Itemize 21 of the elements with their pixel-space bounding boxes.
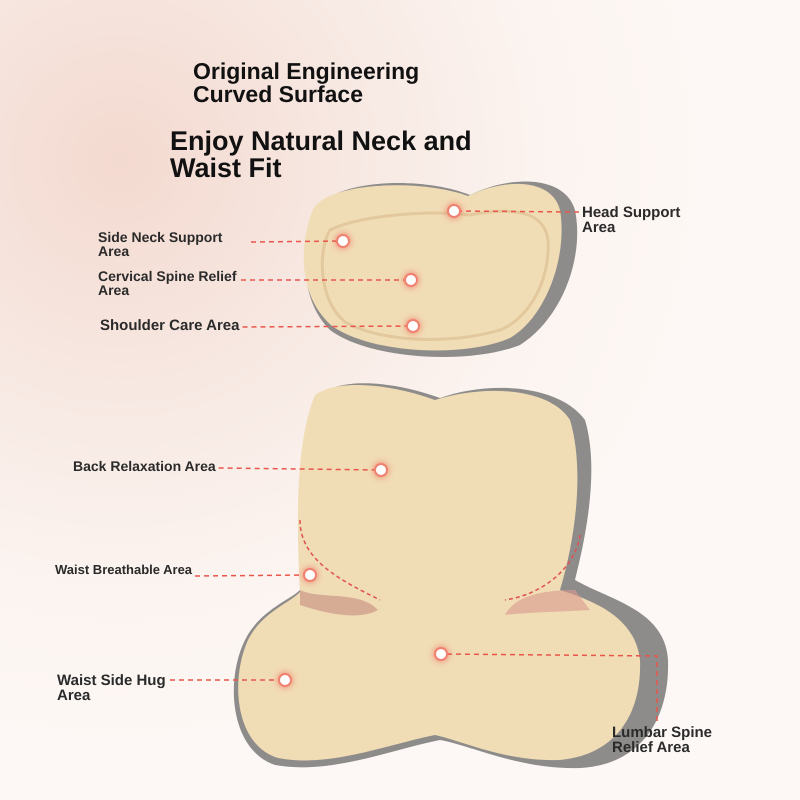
leader-line <box>251 240 336 243</box>
leader-line <box>241 279 404 281</box>
marker-dot <box>449 206 459 216</box>
callout-label: Waist Breathable Area <box>55 563 192 576</box>
callout-label: Head Support Area <box>582 205 717 235</box>
title: Original Engineering Curved Surface <box>193 60 420 106</box>
leader-line <box>218 467 374 471</box>
callout-label: Waist Side Hug Area <box>57 673 167 703</box>
marker-dot <box>376 465 386 475</box>
marker-dot <box>406 275 416 285</box>
marker-dot <box>280 675 290 685</box>
leader-line <box>242 325 406 328</box>
callout-label: Back Relaxation Area <box>73 459 216 473</box>
marker-dot <box>338 236 348 246</box>
marker-dot <box>436 649 446 659</box>
marker-dot <box>408 321 418 331</box>
callout-label: Shoulder Care Area <box>100 318 240 333</box>
subtitle: Enjoy Natural Neck and Waist Fit <box>170 128 473 182</box>
marker-dot <box>305 570 315 580</box>
callout-label: Cervical Spine Relief Area <box>98 269 238 297</box>
callout-label: Side Neck Support Area <box>98 230 248 258</box>
